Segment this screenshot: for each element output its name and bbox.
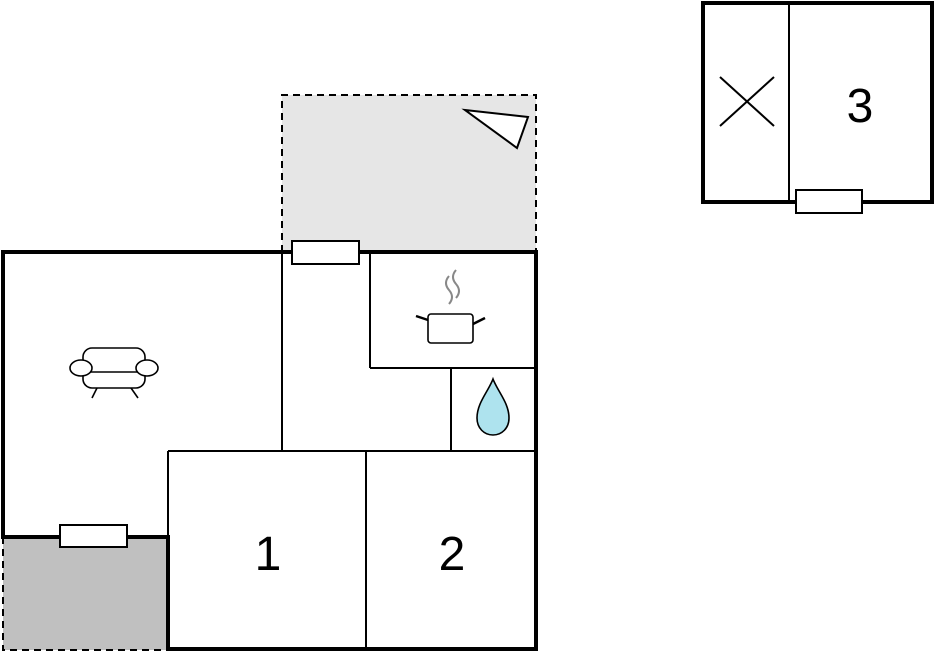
annex-building bbox=[701, 1, 934, 214]
annex-walls bbox=[701, 1, 934, 204]
cross-icon bbox=[719, 76, 775, 127]
interior-walls bbox=[167, 252, 536, 649]
door-terrace bbox=[291, 240, 360, 265]
patio-area bbox=[2, 537, 168, 651]
patio-outline bbox=[2, 537, 168, 651]
water-drop-icon bbox=[476, 376, 510, 436]
sofa-icon bbox=[69, 347, 159, 399]
room-label-1: 1 bbox=[255, 528, 282, 581]
compass-arrow-icon bbox=[461, 108, 530, 150]
room-label-2: 2 bbox=[439, 528, 466, 581]
door-patio bbox=[59, 524, 128, 548]
patio-fill bbox=[3, 537, 168, 650]
door-annex bbox=[795, 189, 863, 214]
room-label-3: 3 bbox=[847, 80, 874, 133]
terrace-outline bbox=[281, 94, 537, 252]
cooking-pot-icon bbox=[415, 269, 486, 344]
